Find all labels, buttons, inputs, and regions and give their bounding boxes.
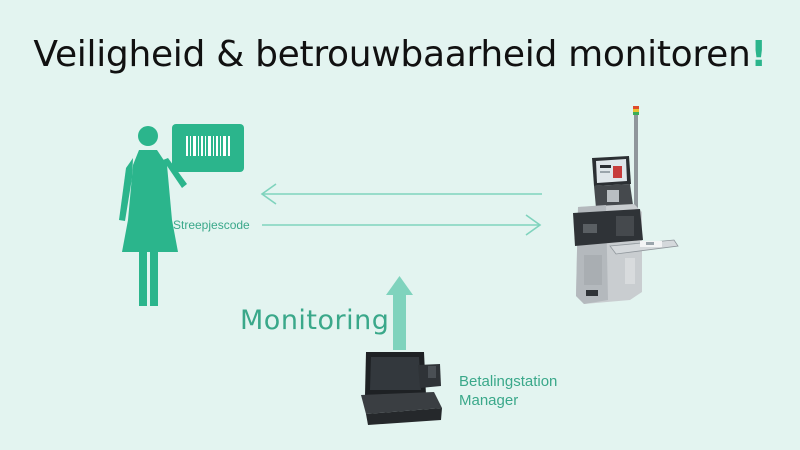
arrow-left-icon bbox=[260, 183, 542, 205]
title-exclamation: ! bbox=[750, 34, 767, 75]
barcode-icon bbox=[172, 124, 244, 172]
manager-label-line2: Manager bbox=[459, 392, 519, 409]
title-text: Veiligheid & betrouwbaarheid monitoren bbox=[33, 34, 751, 75]
self-checkout-kiosk-icon bbox=[573, 106, 679, 304]
arrow-right-icon bbox=[262, 214, 542, 236]
staff-person-icon bbox=[119, 126, 187, 306]
barcode-label: Streepjescode bbox=[173, 218, 250, 232]
manager-label-line1: Betalingstation bbox=[459, 373, 558, 390]
arrow-up-icon bbox=[386, 276, 413, 350]
monitoring-label: Monitoring bbox=[240, 305, 390, 336]
page-title: Veiligheid & betrouwbaarheid monitoren! bbox=[0, 34, 800, 75]
manager-label: Betalingstation Manager bbox=[459, 372, 557, 410]
pos-terminal-icon bbox=[361, 352, 442, 425]
